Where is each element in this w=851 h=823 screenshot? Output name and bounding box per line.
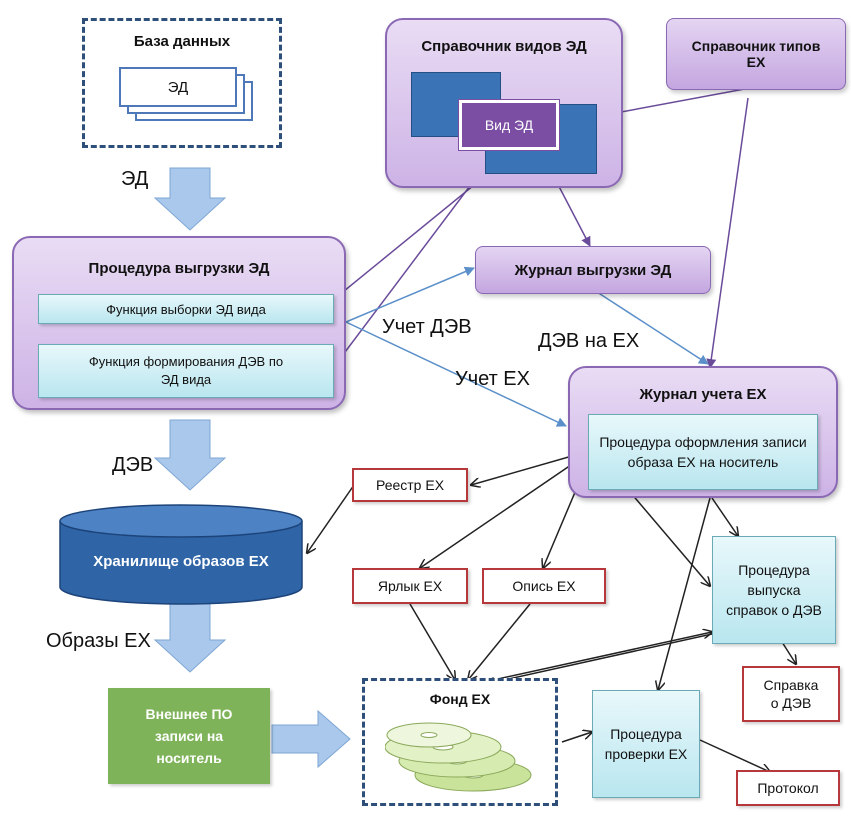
certificate-procedure: Процедура выпуска справок о ДЭВ [712,536,836,644]
external-software: Внешнее ПО записи на носитель [108,688,270,784]
export-procedure: Процедура выгрузки ЭД Функция выборки ЭД… [12,236,346,410]
doc-type-item: Вид ЭД [459,100,559,150]
ex-register: Реестр ЕХ [352,468,468,502]
doc-stack-front: ЭД [119,67,237,107]
protocol: Протокол [736,770,840,806]
flow-label-ex-accounting: Учет ЕХ [455,368,530,390]
storage-title: Хранилище образов ЕХ [93,553,269,570]
storage-cylinder: Хранилище образов ЕХ [58,503,304,607]
export-procedure-title: Процедура выгрузки ЭД [88,260,270,277]
database-title: База данных [133,33,231,50]
flow-arrow-to-fund [271,709,351,769]
certificate: Справка о ДЭВ [742,666,840,722]
ex-registry-log-title: Журнал учета ЕХ [639,386,767,403]
flow-arrow-images [153,603,227,673]
flow-label-dev-accounting: Учет ДЭВ [382,316,472,338]
ex-type-directory: Справочник типов ЕХ [666,18,846,90]
discs-icon [385,722,532,792]
flow-label-dev-on-ex: ДЭВ на ЕХ [538,330,640,352]
func-select: Функция выборки ЭД вида [38,294,334,324]
flow-arrow-ed [153,167,227,231]
ex-registry-log: Журнал учета ЕХ Процедура оформления зап… [568,366,838,498]
func-form: Функция формирования ДЭВ по ЭД вида [38,344,334,398]
ex-fund: Фонд ЕХ [362,678,558,806]
export-log: Журнал выгрузки ЭД [475,246,711,294]
ex-inventory: Опись ЕХ [482,568,606,604]
flow-label-dev: ДЭВ [112,454,154,476]
ex-registry-procedure: Процедура оформления записи образа ЕХ на… [588,414,818,490]
storage-cylinder-shape [59,504,303,605]
doc-type-directory-title: Справочник видов ЭД [421,38,587,55]
flow-label-ed: ЭД [121,168,149,190]
flow-arrow-dev [153,419,227,491]
check-procedure: Процедура проверки ЕХ [592,690,700,798]
flow-label-images: Образы ЕХ [46,630,151,652]
ex-label: Ярлык ЕХ [352,568,468,604]
doc-type-directory: Справочник видов ЭД Вид ЭД [385,18,623,188]
database-box: База данных ЭД [82,18,282,148]
ex-fund-title: Фонд ЕХ [429,691,491,707]
